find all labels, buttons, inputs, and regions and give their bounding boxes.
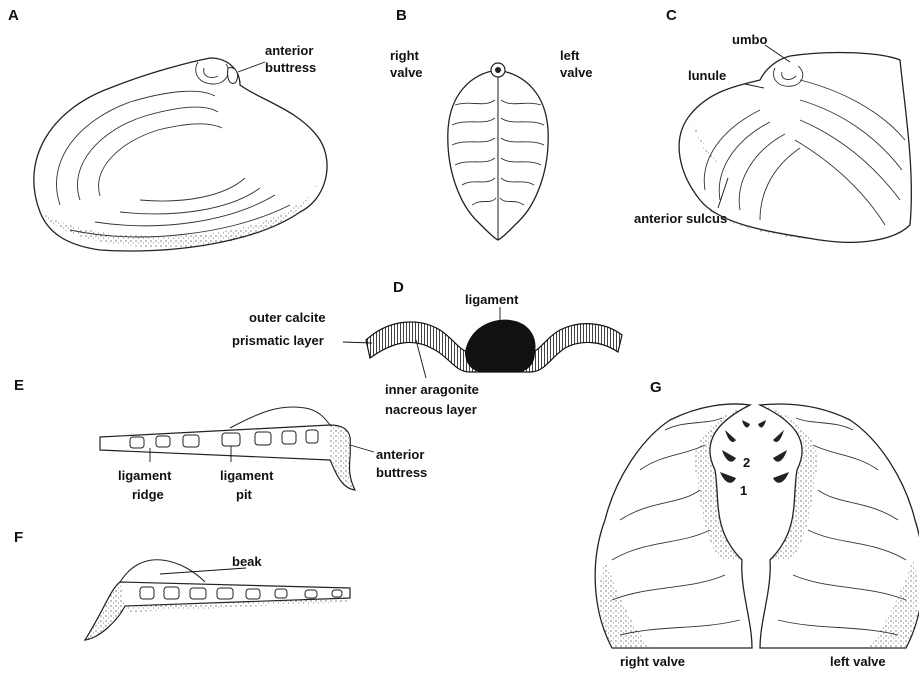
panel-e-letter: E bbox=[14, 377, 24, 394]
panel-c: C umbo lunule anterior sulcus bbox=[634, 7, 911, 242]
label-valve-b-left: valve bbox=[560, 65, 593, 80]
label-buttress-a: buttress bbox=[265, 60, 316, 75]
label-anterior-sulcus: anterior sulcus bbox=[634, 211, 727, 226]
panel-a-letter: A bbox=[8, 7, 19, 24]
label-tooth-2: 2 bbox=[743, 455, 750, 470]
shell-a-outline bbox=[34, 58, 327, 251]
leader-umbo bbox=[765, 45, 790, 62]
label-prismatic-layer: prismatic layer bbox=[232, 333, 324, 348]
leader-a-buttress bbox=[238, 62, 265, 72]
panel-c-letter: C bbox=[666, 7, 677, 24]
panel-f-letter: F bbox=[14, 529, 23, 546]
label-nacreous-layer: nacreous layer bbox=[385, 402, 477, 417]
label-left-b: left bbox=[560, 48, 580, 63]
label-left-valve-g: left valve bbox=[830, 654, 886, 669]
label-right-valve-g: right valve bbox=[620, 654, 685, 669]
panel-g: G 2 1 right bbox=[595, 379, 919, 669]
label-buttress-e: buttress bbox=[376, 465, 427, 480]
panel-d: D ligament outer calcite prismatic layer… bbox=[232, 279, 622, 417]
beak-e bbox=[230, 407, 330, 428]
label-valve-b-right: valve bbox=[390, 65, 423, 80]
panel-b-letter: B bbox=[396, 7, 407, 24]
panel-d-letter: D bbox=[393, 279, 404, 296]
panel-e: E ligament ridge ligament pit anterior b… bbox=[14, 377, 427, 502]
hinge-teeth-right bbox=[720, 420, 750, 483]
label-anterior-a: anterior bbox=[265, 43, 313, 58]
panel-g-letter: G bbox=[650, 379, 662, 396]
panel-f: F beak bbox=[14, 529, 350, 640]
leader-inner-aragonite bbox=[416, 340, 426, 378]
label-umbo: umbo bbox=[732, 32, 767, 47]
label-beak: beak bbox=[232, 554, 262, 569]
label-outer-calcite: outer calcite bbox=[249, 310, 326, 325]
leader-e-buttress bbox=[350, 445, 374, 452]
label-right-b: right bbox=[390, 48, 420, 63]
label-ridge: ridge bbox=[132, 487, 164, 502]
anterior-buttress-a bbox=[228, 68, 238, 84]
label-ligament-e1: ligament bbox=[118, 468, 172, 483]
label-anterior-e: anterior bbox=[376, 447, 424, 462]
label-ligament-e2: ligament bbox=[220, 468, 274, 483]
label-tooth-1: 1 bbox=[740, 483, 747, 498]
label-lunule: lunule bbox=[688, 68, 726, 83]
label-ligament-d: ligament bbox=[465, 292, 519, 307]
panel-b: B right valve left valve bbox=[390, 7, 593, 240]
label-inner-aragonite: inner aragonite bbox=[385, 382, 479, 397]
label-pit: pit bbox=[236, 487, 253, 502]
ligament-section bbox=[465, 320, 536, 372]
panel-a: A anterior buttress bbox=[8, 7, 327, 251]
hinge-teeth-left bbox=[758, 420, 789, 483]
beak-f bbox=[120, 560, 205, 582]
